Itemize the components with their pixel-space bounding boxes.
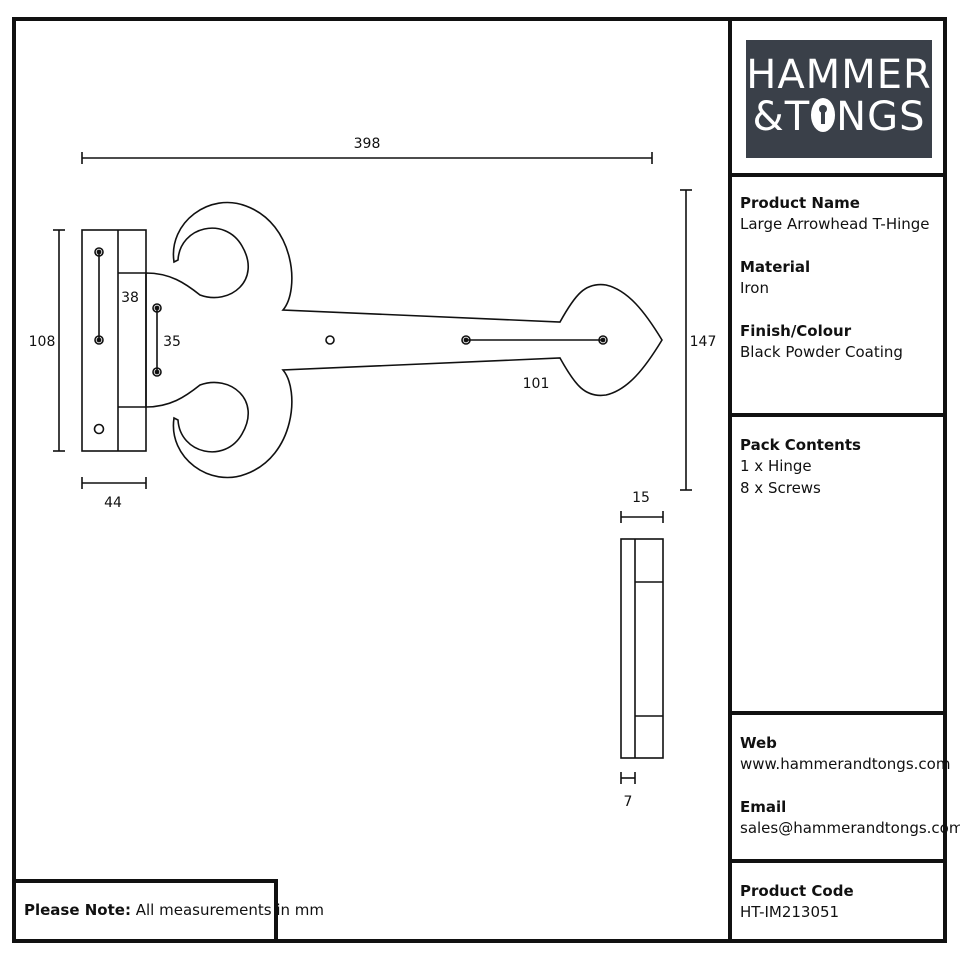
measurement-note: Please Note: All measurements in mm [24, 901, 324, 919]
hinge-strap-outline [145, 201, 663, 479]
product-name-label: Product Name [740, 194, 860, 212]
hinge-side-view [620, 538, 664, 759]
logo-line-2-suffix: NGS [836, 94, 926, 140]
email-label: Email [740, 798, 787, 816]
pack-contents-label: Pack Contents [740, 436, 861, 454]
keyhole-icon [811, 98, 836, 132]
product-code-label: Product Code [740, 882, 854, 900]
web-link[interactable]: www.hammerandtongs.com [740, 755, 951, 773]
logo-line-2-prefix: &T [752, 94, 811, 140]
product-code-value: HT-IM213051 [740, 903, 840, 921]
contact-panel: Web www.hammerandtongs.com Email sales@h… [740, 733, 960, 839]
dim-plate-height: 108 [29, 334, 56, 350]
screw-hole [325, 335, 335, 345]
screw-hole [93, 423, 105, 435]
dim-side-thickness: 7 [624, 794, 633, 810]
hinge-plate [81, 229, 147, 452]
finish-label: Finish/Colour [740, 322, 852, 340]
finish-value: Black Powder Coating [740, 343, 903, 361]
material-value: Iron [740, 279, 769, 297]
dimension-lines [53, 152, 692, 784]
product-name-value: Large Arrowhead T-Hinge [740, 215, 930, 233]
product-code-panel: Product Code HT-IM213051 [740, 881, 854, 923]
pack-item: 1 x Hinge [740, 457, 812, 475]
frame [12, 17, 947, 943]
material-label: Material [740, 258, 811, 276]
dim-inner-hole-spacing: 38 [121, 290, 139, 306]
dim-overall-length: 398 [354, 136, 381, 152]
pack-item: 8 x Screws [740, 479, 821, 497]
email-link[interactable]: sales@hammerandtongs.com [740, 819, 960, 837]
dim-overall-height: 147 [690, 334, 717, 350]
dim-side-width: 15 [632, 490, 650, 506]
note-text: All measurements in mm [135, 901, 325, 919]
product-info-panel: Product Name Large Arrowhead T-Hinge Mat… [740, 193, 930, 363]
web-label: Web [740, 734, 777, 752]
dim-slot-length: 101 [523, 376, 550, 392]
brand-logo: HAMMER &T NGS [746, 40, 932, 158]
dim-plate-width: 44 [104, 495, 122, 511]
note-label: Please Note: [24, 901, 131, 919]
logo-line-1: HAMMER [746, 52, 932, 98]
pack-contents-panel: Pack Contents 1 x Hinge 8 x Screws [740, 435, 861, 499]
dim-strap-hole-spacing: 35 [163, 334, 181, 350]
